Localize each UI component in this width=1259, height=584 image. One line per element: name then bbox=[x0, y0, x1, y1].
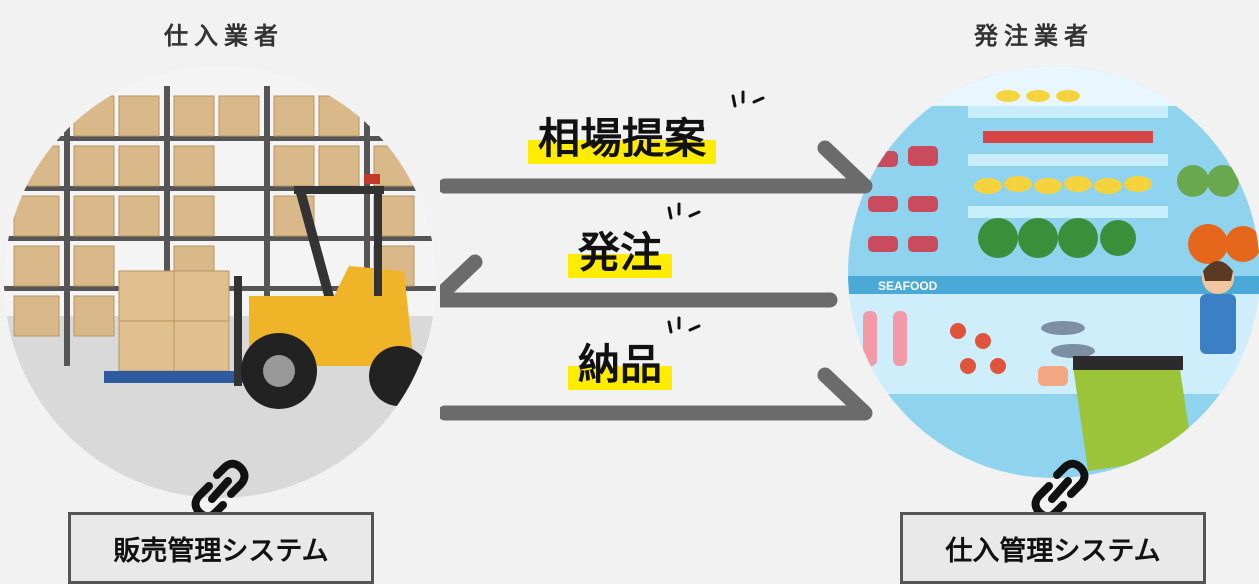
warehouse-illustration bbox=[4, 66, 436, 498]
flow-label-proposal: 相場提案 bbox=[528, 118, 717, 164]
emphasis-mark-3 bbox=[667, 316, 701, 334]
flow-label-order: 発注 bbox=[568, 232, 673, 278]
arrow-left-2 bbox=[440, 254, 838, 308]
supermarket-illustration: SEAFOOD bbox=[848, 66, 1259, 478]
arrow-right-1 bbox=[440, 140, 873, 194]
buyer-title: 発注業者 bbox=[974, 22, 1094, 50]
sales-management-system-box: 販売管理システム bbox=[68, 512, 374, 584]
emphasis-mark-1 bbox=[731, 90, 765, 108]
flow-arrows bbox=[440, 140, 873, 421]
arrow-right-3 bbox=[440, 367, 873, 421]
seafood-sign: SEAFOOD bbox=[878, 279, 938, 293]
flow-label-delivery: 納品 bbox=[568, 344, 673, 390]
emphasis-mark-2 bbox=[667, 202, 701, 220]
supplier-title: 仕入業者 bbox=[164, 22, 284, 50]
purchase-management-system-box: 仕入管理システム bbox=[900, 512, 1206, 584]
